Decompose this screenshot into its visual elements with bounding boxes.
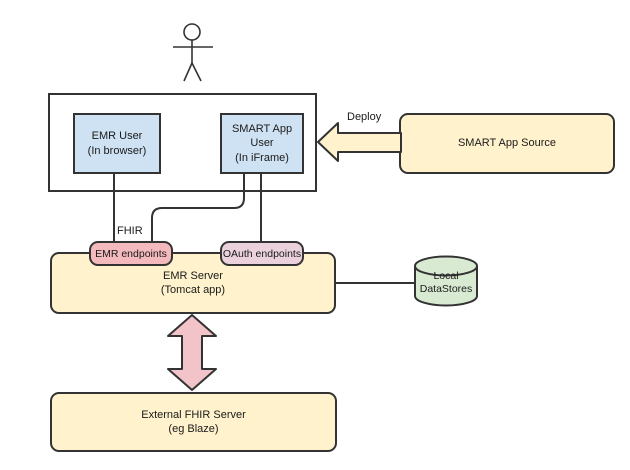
node-smart-app-user-label: SMART App User (In iFrame)	[231, 123, 293, 164]
node-external-fhir-server-label: External FHIR Server (eg Blaze)	[141, 408, 246, 435]
sync-arrow-icon	[167, 314, 217, 391]
node-emr-server-label: EMR Server (Tomcat app)	[160, 269, 226, 296]
node-oauth-endpoints: OAuth endpoints	[220, 241, 304, 266]
node-smart-app-user: SMART App User (In iFrame)	[220, 113, 304, 174]
node-emr-user: EMR User (In browser)	[73, 113, 161, 174]
node-emr-endpoints-label: EMR endpoints	[95, 247, 167, 260]
node-smart-app-source: SMART App Source	[399, 113, 615, 174]
node-smart-app-source-label: SMART App Source	[457, 137, 557, 150]
node-emr-endpoints: EMR endpoints	[89, 241, 173, 266]
node-external-fhir-server: External FHIR Server (eg Blaze)	[50, 392, 337, 452]
deploy-label: Deploy	[347, 111, 382, 123]
node-local-datastores-label: Local DataStores	[419, 270, 473, 296]
node-oauth-endpoints-label: OAuth endpoints	[222, 247, 302, 260]
deploy-arrow	[317, 122, 402, 162]
user-actor-icon	[173, 23, 213, 82]
fhir-label: FHIR	[117, 225, 143, 237]
node-emr-user-label: EMR User (In browser)	[87, 130, 147, 157]
